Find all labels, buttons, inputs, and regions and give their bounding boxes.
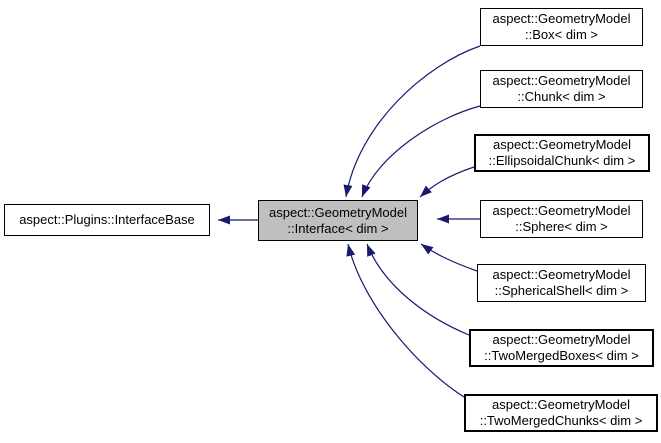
node-interface-base[interactable]: aspect::Plugins::InterfaceBase (4, 204, 210, 236)
edge-ellipsoidalchunk-to-interface (419, 166, 475, 198)
node-label: aspect::GeometryModel ::Interface< dim > (268, 204, 407, 236)
node-box[interactable]: aspect::GeometryModel ::Box< dim > (480, 8, 643, 46)
node-two-merged-boxes[interactable]: aspect::GeometryModel ::TwoMergedBoxes< … (469, 329, 654, 367)
edge-twomergedchunks-to-interface (346, 243, 465, 398)
node-label: aspect::Plugins::InterfaceBase (19, 212, 195, 227)
node-label: aspect::GeometryModel ::Chunk< dim > (492, 73, 631, 104)
edge-sphericalshell-to-interface (420, 243, 478, 272)
edge-twomergedboxes-to-interface (366, 243, 470, 336)
node-two-merged-chunks[interactable]: aspect::GeometryModel ::TwoMergedChunks<… (464, 394, 658, 432)
edge-chunk-to-interface (361, 105, 481, 198)
node-label: aspect::GeometryModel ::Box< dim > (492, 11, 631, 42)
node-chunk[interactable]: aspect::GeometryModel ::Chunk< dim > (480, 70, 643, 108)
node-label: aspect::GeometryModel ::SphericalShell< … (492, 267, 631, 298)
node-geometry-model-interface: aspect::GeometryModel ::Interface< dim > (258, 200, 418, 241)
node-sphere[interactable]: aspect::GeometryModel ::Sphere< dim > (480, 200, 643, 238)
node-label: aspect::GeometryModel ::TwoMergedChunks<… (479, 397, 643, 428)
node-label: aspect::GeometryModel ::Sphere< dim > (492, 203, 631, 234)
edge-box-to-interface (343, 45, 481, 198)
node-ellipsoidal-chunk[interactable]: aspect::GeometryModel ::EllipsoidalChunk… (474, 134, 650, 172)
node-spherical-shell[interactable]: aspect::GeometryModel ::SphericalShell< … (477, 264, 646, 302)
node-label: aspect::GeometryModel ::TwoMergedBoxes< … (484, 332, 639, 363)
node-label: aspect::GeometryModel ::EllipsoidalChunk… (488, 137, 636, 168)
